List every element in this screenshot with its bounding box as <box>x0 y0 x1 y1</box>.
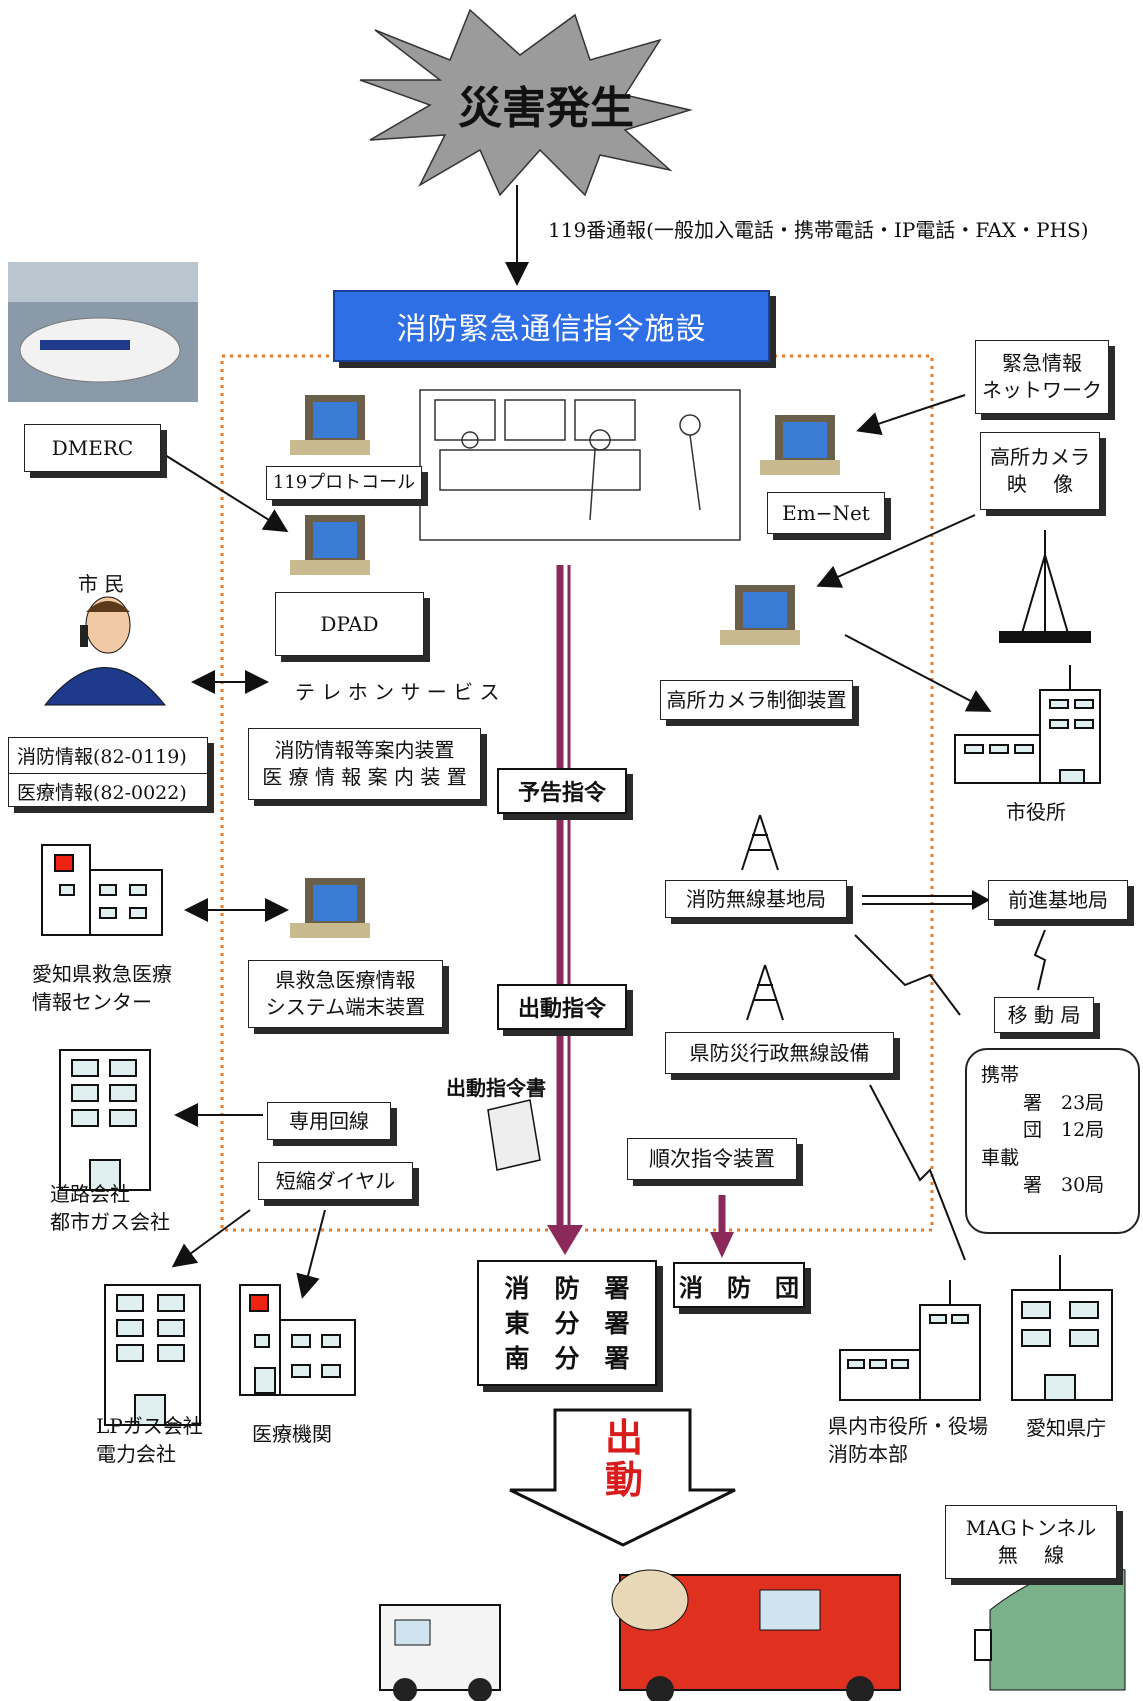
mag-line-1: MAGトンネル <box>965 1516 1097 1540</box>
em-net-box: Em−Net <box>767 492 885 534</box>
emergency-net-line-2: ネットワーク <box>982 378 1102 402</box>
aichi-pref-label: 愛知県庁 <box>1026 1416 1106 1440</box>
pref-cities-line-1: 県内市役所・役場 <box>828 1414 988 1438</box>
mobile-count-item: 署 23局 <box>1023 1091 1105 1114</box>
mobile-count-item: 団 12局 <box>1023 1119 1105 1142</box>
disaster-label: 災害発生 <box>458 83 634 134</box>
info-line-fire: 消防情報(82-0119) <box>9 738 207 774</box>
station-main: 消 防 署 <box>504 1273 630 1303</box>
pref-city-hall-icon <box>839 1280 981 1401</box>
shutsudo-box: 出動指令 <box>497 984 627 1030</box>
mobile-counts-list: 携帯署 23局団 12局車載署 30局 <box>981 1062 1124 1200</box>
citizen-label: 市 民 <box>78 572 125 596</box>
lp-power-line-2: 電力会社 <box>96 1442 176 1466</box>
mag-line-2: 無 線 <box>997 1543 1065 1567</box>
hospital-icon-aichi <box>41 844 163 936</box>
brigade-box: 消 防 団 <box>673 1262 805 1308</box>
building-icon-lp <box>104 1284 201 1426</box>
medical-label: 医療機関 <box>252 1422 332 1446</box>
order-document-icon <box>487 1099 541 1171</box>
monitor-icon-emnet <box>760 415 840 475</box>
command-room-illustration <box>419 389 741 541</box>
guide-device-line-1: 消防情報等案内装置 <box>274 738 455 762</box>
sequential-box: 順次指令装置 <box>627 1138 797 1180</box>
mobile-count-item: 車載 <box>981 1146 1020 1169</box>
station-east: 東 分 署 <box>504 1308 630 1338</box>
camera-video-line-1: 高所カメラ <box>990 445 1090 469</box>
camera-control-box: 高所カメラ制御装置 <box>660 680 853 720</box>
emergency-net-box: 緊急情報 ネットワーク <box>975 340 1109 414</box>
doctor-car-photo <box>8 262 198 402</box>
center-title: 消防緊急通信指令施設 <box>333 290 770 362</box>
hospital-icon-medical <box>239 1284 356 1396</box>
pref-radio-box: 県防災行政無線設備 <box>665 1032 894 1074</box>
road-gas-label: 道路会社 都市ガス会社 <box>50 1180 170 1236</box>
monitor-icon-protocol <box>290 395 370 455</box>
stations-box: 消 防 署 東 分 署 南 分 署 <box>477 1260 657 1386</box>
camera-video-box: 高所カメラ 映 像 <box>980 432 1100 510</box>
tel-service-label: テ レ ホ ン サ ー ビ ス <box>295 680 500 704</box>
flow-arrowhead-brigade <box>710 1232 734 1258</box>
aichi-pref-office-icon <box>1011 1255 1113 1401</box>
dispatch-char-1: 出 <box>604 1416 643 1460</box>
double-arrowhead <box>972 890 990 910</box>
pref-cities-label: 県内市役所・役場 消防本部 <box>828 1412 988 1468</box>
citizen-icon <box>43 596 167 706</box>
dispatch-arrow <box>509 1408 736 1547</box>
pref-terminal-line-2: システム端末装置 <box>265 995 426 1019</box>
mobile-box: 移 動 局 <box>994 997 1094 1033</box>
pref-terminal-line-1: 県救急医療情報 <box>275 968 416 992</box>
lp-power-label: LPガス会社 電力会社 <box>96 1412 203 1468</box>
camera-tower-icon <box>999 530 1091 643</box>
disaster-burst <box>359 8 693 197</box>
call-label: 119番通報(一般加入電話・携帯電話・IP電話・FAX・PHS) <box>548 218 1089 242</box>
info-lines-box: 消防情報(82-0119) 医療情報(82-0022) <box>8 737 208 807</box>
monitor-icon-terminal <box>290 878 370 938</box>
short-dial-box: 短縮ダイヤル <box>258 1162 413 1200</box>
lp-power-line-1: LPガス会社 <box>96 1414 203 1438</box>
protocol-box: 119プロトコール <box>266 466 422 500</box>
station-south: 南 分 署 <box>504 1343 630 1373</box>
guide-device-line-2: 医 療 情 報 案 内 装 置 <box>262 765 467 789</box>
dispatch-char-2: 動 <box>604 1457 643 1502</box>
road-gas-line-2: 都市ガス会社 <box>50 1210 170 1234</box>
dmerc-box: DMERC <box>24 424 161 472</box>
guide-device-box: 消防情報等案内装置 医 療 情 報 案 内 装 置 <box>248 728 481 800</box>
radio-base-box: 消防無線基地局 <box>665 880 847 918</box>
yokoku-box: 予告指令 <box>497 768 627 814</box>
monitor-icon-camera <box>720 585 800 645</box>
info-line-medical: 医療情報(82-0022) <box>17 782 187 804</box>
city-hall-icon <box>954 665 1101 784</box>
radio-tower-icon-pref <box>746 964 784 1021</box>
camera-video-line-2: 映 像 <box>1006 472 1074 496</box>
dedicated-line-box: 専用回線 <box>267 1102 391 1140</box>
flow-arrowhead-main <box>547 1225 583 1255</box>
mobile-counts-box: 携帯署 23局団 12局車載署 30局 <box>965 1048 1140 1234</box>
order-doc-label: 出動指令書 <box>446 1076 546 1100</box>
radio-tower-icon-base <box>741 814 779 871</box>
road-gas-line-1: 道路会社 <box>50 1182 130 1206</box>
forward-base-box: 前進基地局 <box>988 880 1128 920</box>
pref-terminal-box: 県救急医療情報 システム端末装置 <box>248 960 443 1028</box>
mobile-count-item: 携帯 <box>981 1064 1020 1086</box>
fire-trucks-illustration <box>379 1569 901 1701</box>
monitor-icon-dpad <box>290 515 370 575</box>
tunnel-icon <box>974 1566 1126 1691</box>
aichi-center-line-1: 愛知県救急医療 <box>32 962 172 986</box>
mobile-count-item: 署 30局 <box>1023 1174 1105 1197</box>
aichi-center-line-2: 情報センター <box>32 990 152 1014</box>
city-hall-label: 市役所 <box>1006 800 1066 824</box>
emergency-net-line-1: 緊急情報 <box>1002 351 1082 375</box>
aichi-center-label: 愛知県救急医療 情報センター <box>32 960 172 1016</box>
pref-cities-line-2: 消防本部 <box>828 1442 908 1466</box>
dispatch-text: 出 動 <box>593 1416 655 1502</box>
building-icon-road <box>59 1049 151 1191</box>
mag-box: MAGトンネル 無 線 <box>945 1505 1117 1579</box>
dpad-box: DPAD <box>275 592 424 656</box>
